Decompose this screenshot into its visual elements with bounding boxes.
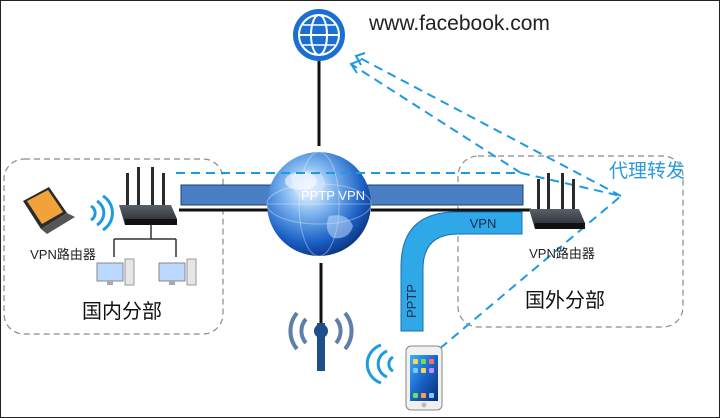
vpn-tunnel-curve [400, 211, 523, 332]
domestic-wifi-icon [90, 194, 114, 232]
pptp-vpn-label: PPTP VPN [301, 188, 365, 203]
domestic-branch-label: 国内分部 [82, 300, 162, 323]
smartphone-icon [405, 345, 443, 411]
desktop-computer-icon-2 [158, 258, 197, 286]
vpn-label: VPN [470, 216, 497, 231]
phone-wifi-icon [365, 343, 394, 385]
internet-globe-icon [266, 151, 372, 257]
overseas-router-label: VPN路由器 [529, 246, 595, 261]
overseas-branch-label: 国外分部 [525, 289, 605, 312]
laptop-icon [23, 187, 75, 234]
proxy-forward-label: 代理转发 [609, 160, 685, 182]
domestic-router-icon [119, 167, 177, 225]
pptp-label: PPTP [404, 284, 419, 318]
overseas-branch-box [457, 155, 684, 328]
domestic-branch-box [3, 158, 224, 335]
desktop-computer-icon-1 [96, 258, 135, 286]
lan-wires [113, 225, 177, 257]
proxy-forward-arrows [176, 55, 624, 357]
domestic-router-label: VPN路由器 [30, 247, 96, 262]
website-globe-icon [293, 9, 345, 61]
website-url: www.facebook.com [368, 12, 550, 35]
overseas-router-icon [529, 173, 585, 229]
proxy-arrowheads [349, 52, 366, 74]
cell-tower-icon [288, 311, 354, 371]
